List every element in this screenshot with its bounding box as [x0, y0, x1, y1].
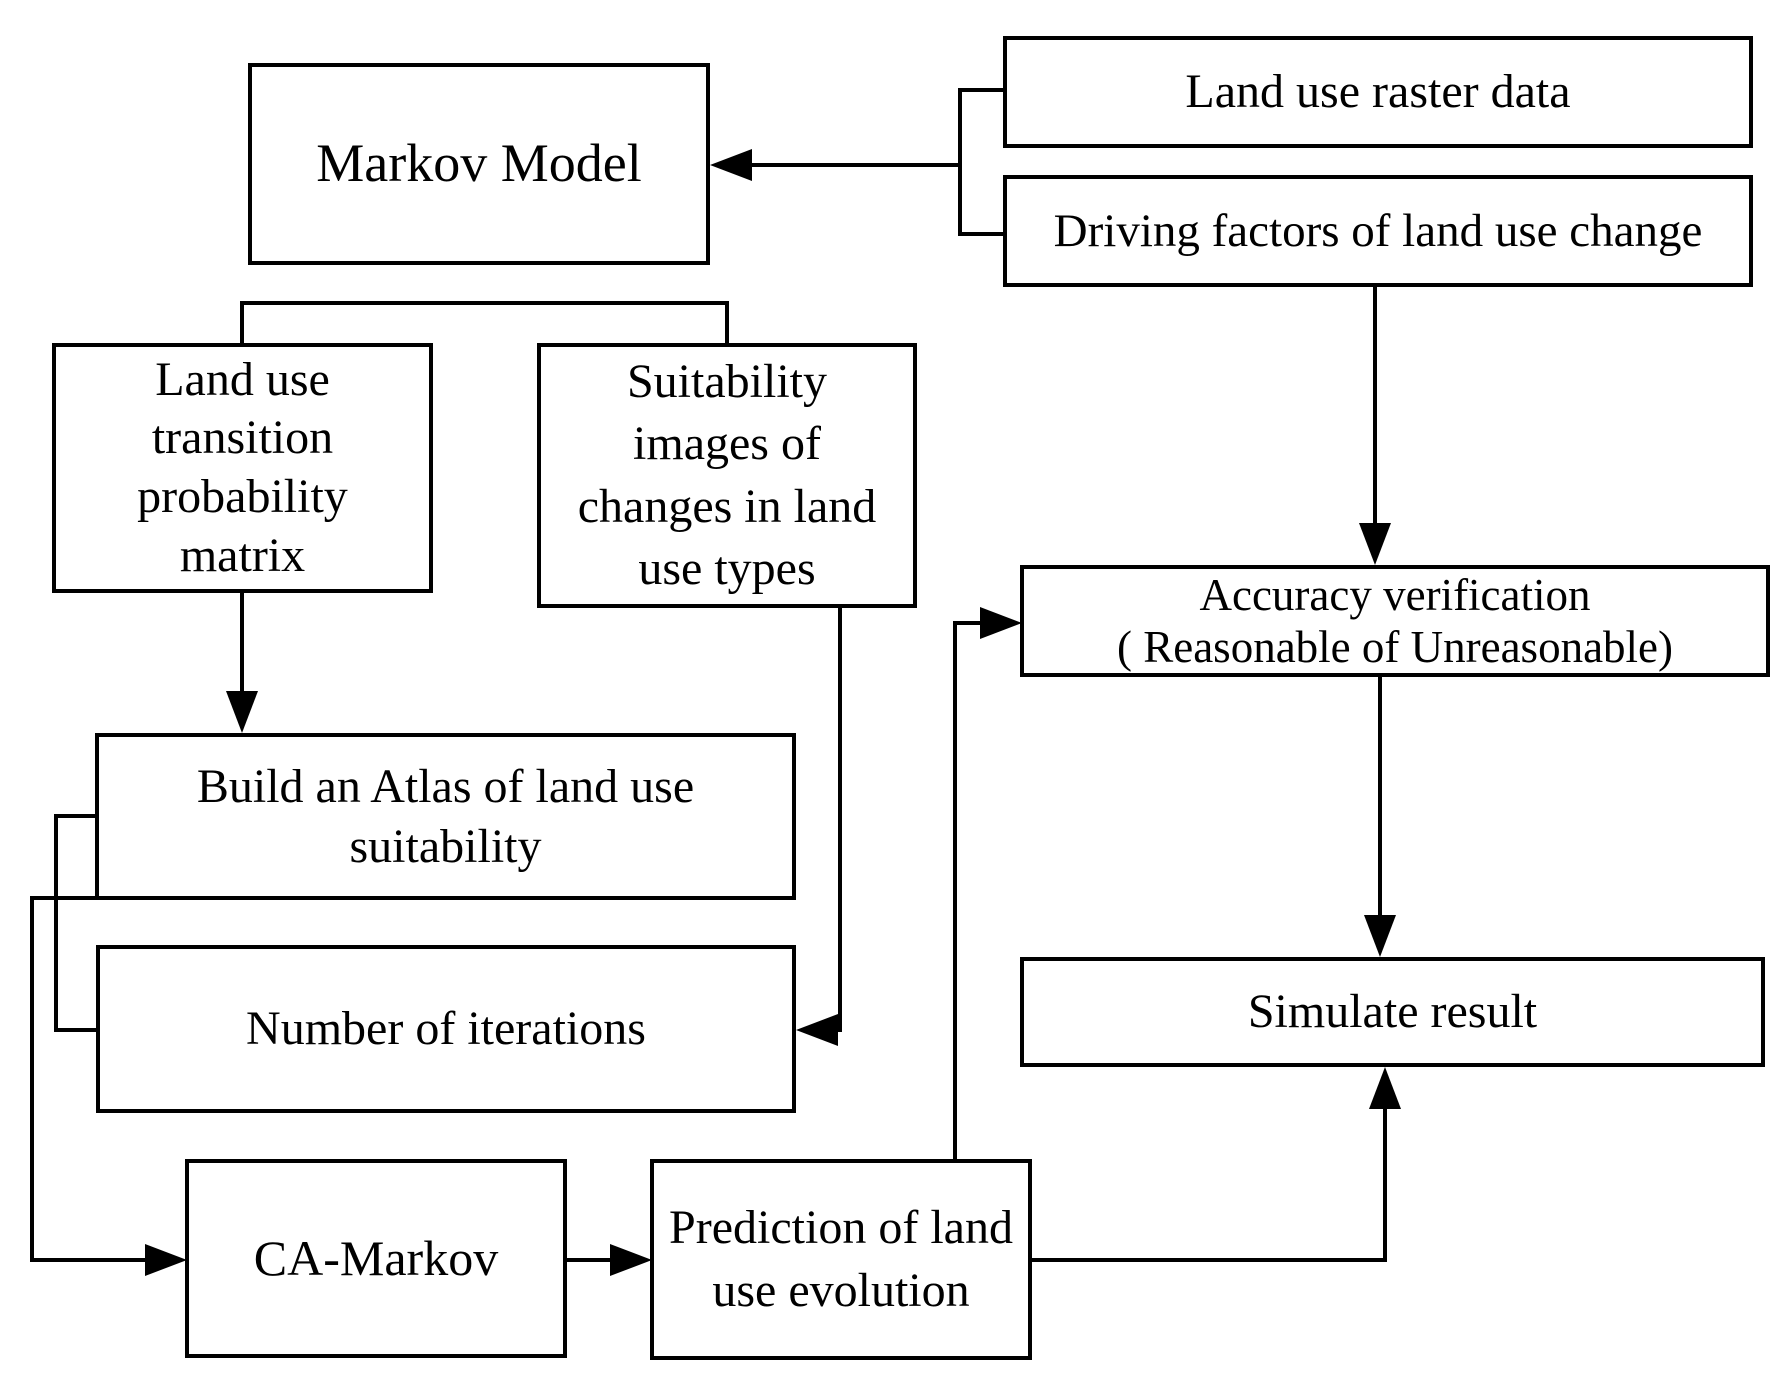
edge-driving-to-accuracy-line	[1373, 287, 1377, 525]
node-driving-factors: Driving factors of land use change	[1003, 175, 1753, 287]
node-simulate-result: Simulate result	[1020, 957, 1765, 1067]
node-transition-probability-matrix: Land use transition probability matrix	[52, 343, 433, 593]
edge-inputs-to-markov-line	[752, 163, 962, 167]
node-build-atlas: Build an Atlas of land use suitability	[95, 733, 796, 900]
node-ca-markov: CA-Markov	[185, 1159, 567, 1358]
bracket-atlas-stub	[54, 814, 98, 818]
edge-prediction-to-accuracy-horizontal	[953, 621, 982, 625]
edge-camarkov-to-prediction-line	[567, 1258, 612, 1262]
node-land-use-raster-data: Land use raster data	[1003, 36, 1753, 148]
edge-inputs-bracket-stub-driving	[958, 232, 1003, 236]
node-accuracy-verification: Accuracy verification ( Reasonable of Un…	[1020, 565, 1770, 677]
edge-markov-stub-transition	[240, 301, 244, 347]
edge-to-camarkov-vertical	[30, 896, 34, 1262]
arrowhead-into-markov-icon	[710, 149, 752, 181]
arrowhead-into-accuracy-top-icon	[1359, 523, 1391, 565]
edge-prediction-to-accuracy-vertical	[953, 621, 957, 1161]
arrowhead-into-atlas-icon	[226, 691, 258, 733]
arrowhead-into-accuracy-left-icon	[980, 607, 1022, 639]
arrowhead-into-prediction-icon	[610, 1244, 652, 1276]
bracket-atlas-iterations-vertical	[54, 814, 58, 1032]
arrowhead-into-simulate-bottom-icon	[1369, 1067, 1401, 1109]
node-markov-model: Markov Model	[248, 63, 710, 265]
node-number-of-iterations: Number of iterations	[96, 945, 796, 1113]
edge-inputs-bracket-stub-raster	[958, 88, 1003, 92]
edge-inputs-bracket-vertical	[958, 88, 962, 236]
edge-to-camarkov-top-stub	[30, 896, 98, 900]
node-prediction-land-use-evolution: Prediction of land use evolution	[650, 1159, 1032, 1360]
edge-transition-to-atlas-line	[240, 593, 244, 694]
edge-accuracy-to-simulate-line	[1378, 677, 1382, 917]
bracket-iterations-stub	[54, 1028, 98, 1032]
edge-markov-stub-suitability	[725, 301, 729, 347]
edge-prediction-to-simulate-vertical	[1383, 1107, 1387, 1262]
edge-to-camarkov-horizontal	[30, 1258, 147, 1262]
edge-markov-children-bracket	[240, 301, 729, 305]
arrowhead-into-iterations-icon	[796, 1014, 838, 1046]
arrowhead-into-camarkov-icon	[145, 1244, 187, 1276]
edge-prediction-to-simulate-horizontal	[1032, 1258, 1387, 1262]
arrowhead-into-simulate-top-icon	[1364, 915, 1396, 957]
edge-suitability-to-iterations-line	[838, 608, 842, 1032]
node-suitability-images: Suitability images of changes in land us…	[537, 343, 917, 608]
